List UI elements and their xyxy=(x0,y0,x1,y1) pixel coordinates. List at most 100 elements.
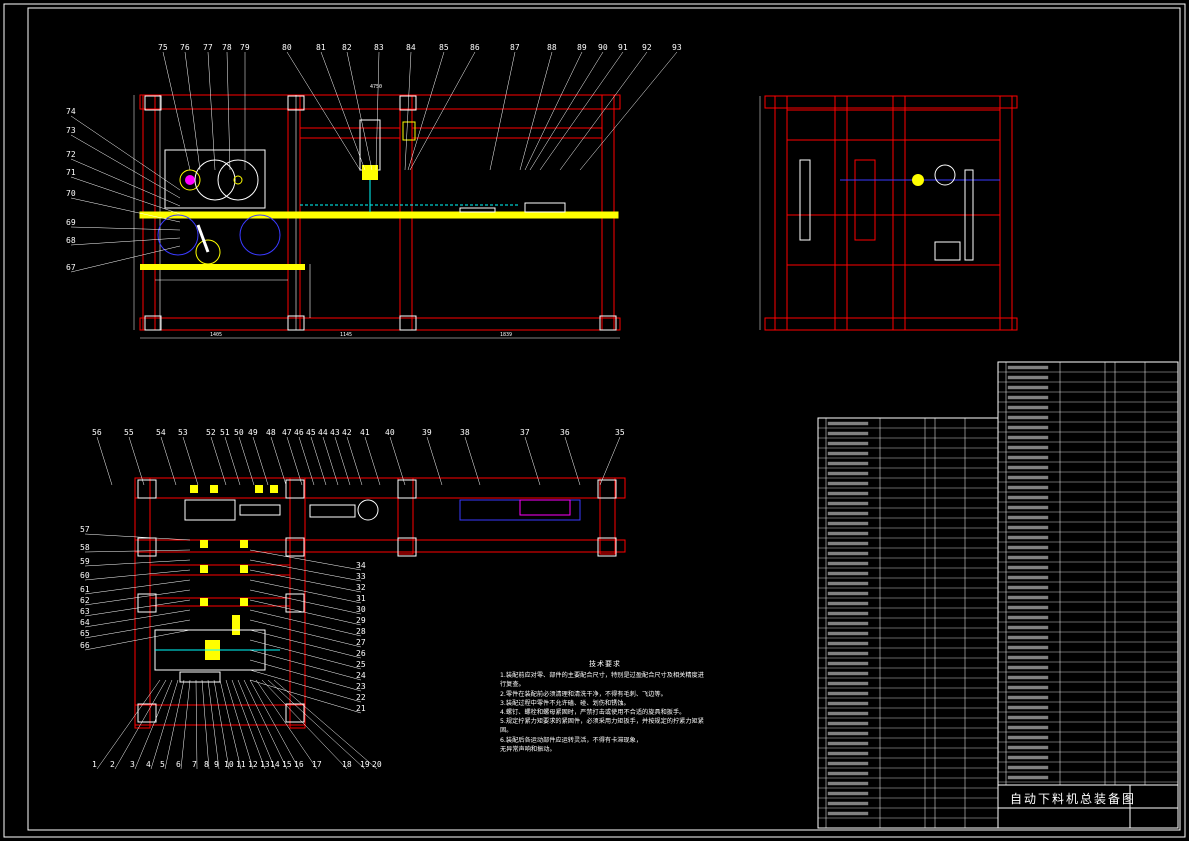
table-cell-text xyxy=(827,481,869,486)
part-label-78: 78 xyxy=(222,43,232,52)
part-label-64: 64 xyxy=(80,618,90,627)
leader-line xyxy=(320,51,366,171)
leader-line xyxy=(70,245,181,273)
part-label-14: 14 xyxy=(270,760,280,769)
part-label-89: 89 xyxy=(577,43,587,52)
leader-line xyxy=(224,436,241,486)
table-cell-text xyxy=(827,641,869,646)
part-label-76: 76 xyxy=(180,43,190,52)
table-cell-text xyxy=(827,811,869,816)
leader-line xyxy=(273,679,378,770)
leader-line xyxy=(182,436,199,486)
leader-line xyxy=(70,197,181,223)
table-cell-text xyxy=(1007,625,1049,630)
side-view xyxy=(759,95,1018,331)
leader-line xyxy=(96,436,113,486)
part-label-1: 1 xyxy=(92,760,97,769)
part-label-27: 27 xyxy=(356,638,366,647)
part-label-55: 55 xyxy=(124,428,134,437)
table-cell-text xyxy=(827,471,869,476)
part-label-60: 60 xyxy=(80,571,90,580)
part-label-77: 77 xyxy=(203,43,213,52)
table-cell-text xyxy=(1007,585,1049,590)
part-label-44: 44 xyxy=(318,428,328,437)
part-label-56: 56 xyxy=(92,428,102,437)
part-label-67: 67 xyxy=(66,263,76,272)
table-cell-text xyxy=(1007,775,1049,780)
part-label-84: 84 xyxy=(406,43,416,52)
part-label-87: 87 xyxy=(510,43,520,52)
inner-border xyxy=(27,7,1181,831)
table-cell-text xyxy=(1007,555,1049,560)
leader-line xyxy=(529,51,604,171)
part-label-48: 48 xyxy=(266,428,276,437)
parts-list-lower xyxy=(817,417,999,829)
leader-line xyxy=(210,436,227,486)
part-label-22: 22 xyxy=(356,693,366,702)
leader-line xyxy=(375,51,380,171)
part-label-12: 12 xyxy=(248,760,258,769)
table-cell-text xyxy=(1007,575,1049,580)
part-label-9: 9 xyxy=(214,760,219,769)
leader-line xyxy=(364,436,381,486)
table-cell-text xyxy=(1007,605,1049,610)
part-label-46: 46 xyxy=(294,428,304,437)
leader-line xyxy=(180,679,191,770)
part-label-49: 49 xyxy=(248,428,258,437)
leader-line xyxy=(84,619,191,639)
part-label-51: 51 xyxy=(220,428,230,437)
table-cell-text xyxy=(1007,525,1049,530)
table-cell-text xyxy=(1007,505,1049,510)
table-cell-text xyxy=(1007,655,1049,660)
leader-line xyxy=(249,569,362,593)
leader-line xyxy=(489,51,516,171)
note-line-3: 3.装配过程中零件不允许磕、碰、划伤和锈蚀。 xyxy=(500,699,630,707)
leader-line xyxy=(334,436,351,486)
part-label-20: 20 xyxy=(372,760,382,769)
part-label-5: 5 xyxy=(160,760,165,769)
leader-line xyxy=(261,679,348,770)
leader-line xyxy=(464,436,481,486)
leader-line xyxy=(426,436,443,486)
front-view: 1405 1145 1839 4750 xyxy=(133,84,621,339)
leader-line xyxy=(249,619,362,648)
table-cell-text xyxy=(1007,745,1049,750)
leader-line xyxy=(249,649,362,681)
part-label-61: 61 xyxy=(80,585,90,594)
part-label-25: 25 xyxy=(356,660,366,669)
part-label-93: 93 xyxy=(672,43,682,52)
leader-line xyxy=(84,579,191,595)
part-label-15: 15 xyxy=(282,760,292,769)
table-cell-text xyxy=(827,751,869,756)
table-cell-text xyxy=(827,491,869,496)
table-cell-text xyxy=(827,431,869,436)
part-label-50: 50 xyxy=(234,428,244,437)
work-table xyxy=(139,211,619,219)
table-cell-text xyxy=(1007,725,1049,730)
part-label-83: 83 xyxy=(374,43,384,52)
svg-text:1405: 1405 xyxy=(210,332,222,338)
leader-line xyxy=(519,51,553,171)
table-cell-text xyxy=(827,681,869,686)
leader-line xyxy=(134,679,173,770)
leader-line xyxy=(389,436,406,486)
leader-line xyxy=(207,679,220,770)
table-cell-text xyxy=(827,801,869,806)
part-label-74: 74 xyxy=(66,107,76,116)
leader-line xyxy=(252,436,269,486)
part-label-23: 23 xyxy=(356,682,366,691)
table-cell-text xyxy=(827,781,869,786)
leader-line xyxy=(267,679,366,770)
leader-line xyxy=(249,679,300,770)
leader-line xyxy=(407,51,445,171)
table-cell-text xyxy=(827,441,869,446)
leader-line xyxy=(84,629,191,651)
table-cell-text xyxy=(827,611,869,616)
leader-line xyxy=(70,176,181,215)
part-label-88: 88 xyxy=(547,43,557,52)
table-cell-text xyxy=(827,501,869,506)
leader-line xyxy=(539,51,624,171)
table-cell-text xyxy=(1007,735,1049,740)
part-label-34: 34 xyxy=(356,561,366,570)
